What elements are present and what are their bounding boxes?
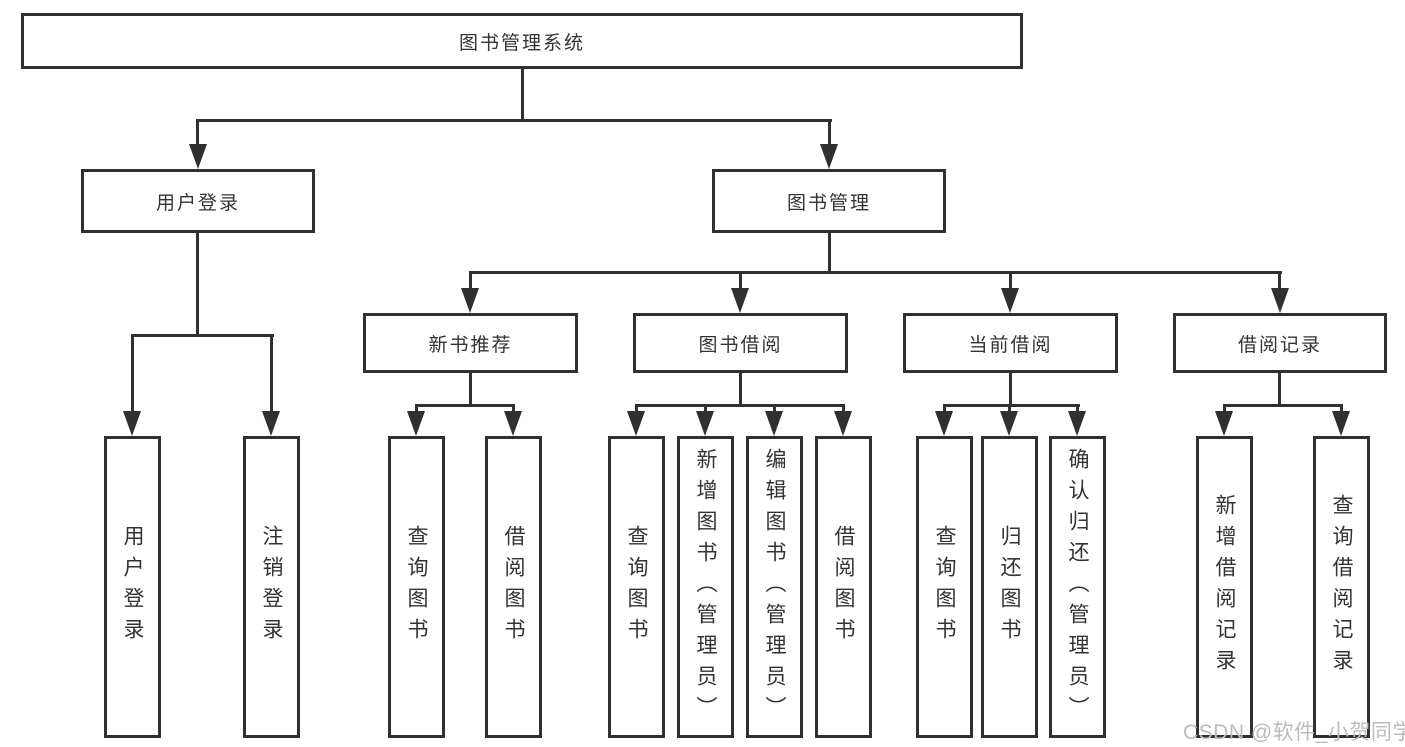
leaf-label: 借阅图书 bbox=[502, 525, 525, 649]
leaf-label: 注销登录 bbox=[260, 525, 283, 649]
arrow-down-icon bbox=[820, 144, 838, 169]
leaf-label: 查询图书 bbox=[625, 525, 648, 649]
arrow-down-icon bbox=[1332, 411, 1350, 436]
connector-bookmgmt-trunk bbox=[828, 233, 831, 273]
leaf-label: 编辑图书（管理员） bbox=[763, 447, 786, 727]
connector-shaft bbox=[739, 273, 742, 290]
arrow-down-icon bbox=[935, 411, 953, 436]
node-borrow-records: 借阅记录 bbox=[1173, 313, 1387, 373]
connector-shaft bbox=[943, 406, 946, 413]
arrow-down-icon bbox=[627, 411, 645, 436]
node-label: 借阅记录 bbox=[1237, 334, 1322, 356]
csdn-watermark: CSDN @软件_小贺同学 bbox=[1183, 721, 1405, 744]
leaf-current-return-books: 归还图书 bbox=[981, 436, 1038, 738]
node-user-login: 用户登录 bbox=[81, 169, 315, 233]
arrow-down-icon bbox=[1068, 411, 1086, 436]
arrow-down-icon bbox=[461, 288, 479, 313]
leaf-label: 借阅图书 bbox=[832, 525, 855, 649]
node-new-book-recommend: 新书推荐 bbox=[363, 313, 578, 373]
connector-shaft bbox=[773, 406, 776, 413]
leaf-label: 查询图书 bbox=[933, 525, 956, 649]
arrow-down-icon bbox=[189, 144, 207, 169]
connector-shaft bbox=[1340, 406, 1343, 413]
arrow-down-icon bbox=[262, 411, 280, 436]
connector-currentborrow-trunk bbox=[1009, 373, 1012, 406]
connector-shaft bbox=[469, 273, 472, 290]
connector-shaft bbox=[828, 122, 831, 146]
arrow-down-icon bbox=[504, 411, 522, 436]
node-label: 图书管理系统 bbox=[458, 32, 585, 54]
leaf-records-query-borrow-record: 查询借阅记录 bbox=[1313, 436, 1370, 738]
node-book-borrow: 图书借阅 bbox=[633, 313, 848, 373]
node-label: 新书推荐 bbox=[428, 334, 513, 356]
node-label: 图书管理 bbox=[786, 192, 871, 214]
connector-shaft bbox=[512, 406, 515, 413]
arrow-down-icon bbox=[123, 411, 141, 436]
leaf-label: 用户登录 bbox=[121, 525, 144, 649]
leaf-current-query-books: 查询图书 bbox=[916, 436, 973, 738]
leaf-label: 确认归还（管理员） bbox=[1066, 447, 1089, 727]
connector-shaft bbox=[131, 336, 134, 412]
leaf-borrow-edit-books-admin: 编辑图书（管理员） bbox=[746, 436, 803, 738]
leaf-borrow-query-books: 查询图书 bbox=[608, 436, 665, 738]
connector-shaft bbox=[1223, 406, 1226, 413]
arrow-down-icon bbox=[407, 411, 425, 436]
arrow-down-icon bbox=[696, 411, 714, 436]
connector-bookborrow-trunk bbox=[739, 373, 742, 406]
arrow-down-icon bbox=[834, 411, 852, 436]
node-label: 用户登录 bbox=[155, 192, 240, 214]
connector-shaft bbox=[704, 406, 707, 413]
connector-shaft bbox=[635, 406, 638, 413]
node-current-borrow: 当前借阅 bbox=[903, 313, 1118, 373]
arrow-down-icon bbox=[1271, 288, 1289, 313]
connector-bookborrow-horizontal bbox=[635, 404, 845, 407]
leaf-records-add-borrow-record: 新增借阅记录 bbox=[1196, 436, 1253, 738]
connector-userlogin-trunk bbox=[196, 233, 199, 336]
leaf-logout: 注销登录 bbox=[243, 436, 300, 738]
connector-userlogin-horizontal bbox=[131, 334, 274, 337]
leaf-label: 归还图书 bbox=[998, 525, 1021, 649]
leaf-user-login: 用户登录 bbox=[104, 436, 161, 738]
connector-newbook-trunk bbox=[469, 373, 472, 406]
connector-shaft bbox=[842, 406, 845, 413]
connector-level1-horizontal bbox=[196, 119, 832, 122]
arrow-down-icon bbox=[1215, 411, 1233, 436]
node-book-management: 图书管理 bbox=[712, 169, 946, 233]
connector-newbook-horizontal bbox=[415, 404, 515, 407]
arrow-down-icon bbox=[731, 288, 749, 313]
leaf-current-confirm-return-admin: 确认归还（管理员） bbox=[1049, 436, 1106, 738]
connector-level2-horizontal bbox=[469, 271, 1282, 274]
arrow-down-icon bbox=[1000, 411, 1018, 436]
leaf-label: 新增借阅记录 bbox=[1213, 494, 1236, 680]
connector-shaft bbox=[196, 122, 199, 146]
connector-shaft bbox=[270, 336, 273, 412]
node-root-library-management-system: 图书管理系统 bbox=[21, 13, 1023, 69]
node-label: 当前借阅 bbox=[968, 334, 1053, 356]
leaf-label: 查询借阅记录 bbox=[1330, 494, 1353, 680]
leaf-label: 查询图书 bbox=[405, 525, 428, 649]
arrow-down-icon bbox=[765, 411, 783, 436]
leaf-newbook-borrow-books: 借阅图书 bbox=[485, 436, 542, 738]
connector-shaft bbox=[1009, 273, 1012, 290]
connector-shaft bbox=[1008, 406, 1011, 413]
connector-shaft bbox=[1278, 273, 1281, 290]
arrow-down-icon bbox=[1001, 288, 1019, 313]
connector-root-trunk bbox=[521, 68, 524, 121]
leaf-borrow-borrow-books: 借阅图书 bbox=[815, 436, 872, 738]
leaf-borrow-add-books-admin: 新增图书（管理员） bbox=[677, 436, 734, 738]
connector-records-trunk bbox=[1278, 373, 1281, 406]
leaf-newbook-query-books: 查询图书 bbox=[388, 436, 445, 738]
connector-currentborrow-horizontal bbox=[943, 404, 1080, 407]
connector-records-horizontal bbox=[1223, 404, 1343, 407]
connector-shaft bbox=[1076, 406, 1079, 413]
node-label: 图书借阅 bbox=[698, 334, 783, 356]
connector-shaft bbox=[415, 406, 418, 413]
leaf-label: 新增图书（管理员） bbox=[694, 447, 717, 727]
